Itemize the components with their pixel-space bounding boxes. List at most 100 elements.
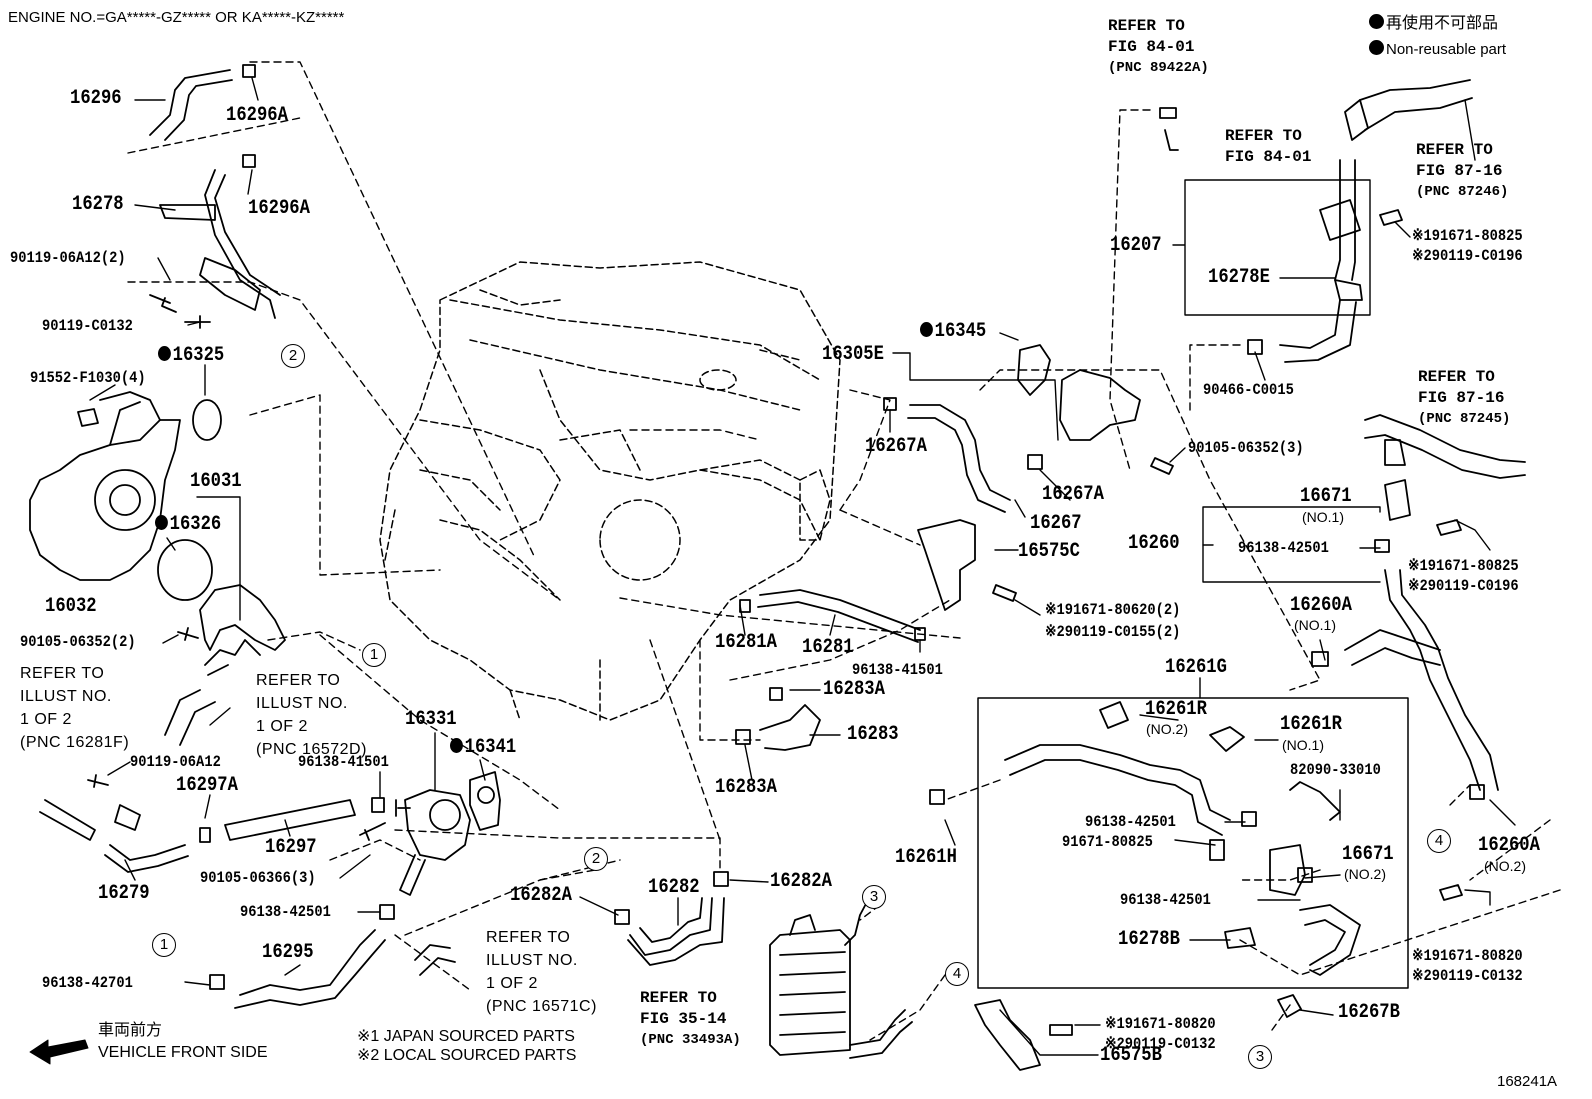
refer-illust-16281f[interactable]: REFER TO ILLUST NO. 1 OF 2 (PNC 16281F)	[20, 665, 130, 751]
part-label-16297a[interactable]: 16297A	[176, 774, 238, 797]
part-label-16671-no2[interactable]: 16671	[1342, 843, 1394, 866]
part-label-16671-no1[interactable]: 16671	[1300, 485, 1352, 508]
part-label-16281a[interactable]: 16281A	[715, 631, 777, 654]
part-label-16267[interactable]: 16267	[1030, 512, 1082, 535]
legend-nonreusable-en: Non-reusable part	[1369, 40, 1506, 57]
part-label-91552-f1030[interactable]: 91552-F1030(4)	[30, 369, 146, 387]
part-label-16671-no1-suffix: (NO.1)	[1302, 509, 1344, 525]
part-label-90119-c0132[interactable]: 90119-C0132	[42, 317, 133, 335]
part-label-90119-06a12[interactable]: 90119-06A12	[130, 753, 221, 771]
leader-lines-solid	[89, 77, 1516, 1056]
part-label-16260a-no2-suffix: (NO.2)	[1484, 858, 1526, 874]
part-label-16261r-no2[interactable]: 16261R	[1145, 698, 1207, 721]
part-label-16296a-1[interactable]: 16296A	[226, 104, 288, 127]
part-label-16283a-1[interactable]: 16283A	[823, 678, 885, 701]
part-label-90119-c0196-b[interactable]: ※290119-C0196	[1408, 577, 1519, 595]
part-label-96138-41501-a[interactable]: 96138-41501	[298, 753, 389, 771]
part-label-16261h[interactable]: 16261H	[895, 846, 957, 869]
part-label-96138-42501-b[interactable]: 96138-42501	[1238, 539, 1329, 557]
part-label-96138-42501-d[interactable]: 96138-42501	[1120, 891, 1211, 909]
circle-ref-1a: 1	[362, 643, 386, 667]
part-label-96138-42501-a[interactable]: 96138-42501	[240, 903, 331, 921]
part-label-16297[interactable]: 16297	[265, 836, 317, 859]
part-label-16575c[interactable]: 16575C	[1018, 540, 1080, 563]
part-label-82090-33010[interactable]: 82090-33010	[1290, 761, 1381, 779]
refer-fig-87-16-b[interactable]: REFER TO FIG 87-16 (PNC 87245)	[1418, 368, 1511, 427]
part-label-16031[interactable]: 16031	[190, 470, 242, 493]
part-label-16326[interactable]: 16326	[155, 515, 222, 535]
part-label-96138-41501-b[interactable]: 96138-41501	[852, 661, 943, 679]
part-label-16267b[interactable]: 16267B	[1338, 1001, 1400, 1024]
part-label-96138-42501-c[interactable]: 96138-42501	[1085, 813, 1176, 831]
part-label-90105-06352-2[interactable]: 90105-06352(2)	[20, 633, 136, 651]
refer-fig-35-14[interactable]: REFER TO FIG 35-14 (PNC 33493A)	[640, 989, 741, 1048]
part-label-90119-c0196-a[interactable]: ※290119-C0196	[1412, 247, 1523, 265]
refer-fig-84-01-a[interactable]: REFER TO FIG 84-01 (PNC 89422A)	[1108, 17, 1209, 76]
vehicle-front-en: VEHICLE FRONT SIDE	[98, 1044, 268, 1061]
part-label-16032[interactable]: 16032	[45, 595, 97, 618]
refer-fig-84-01-b[interactable]: REFER TO FIG 84-01	[1225, 127, 1312, 166]
part-label-16296a-2[interactable]: 16296A	[248, 197, 310, 220]
part-label-90105-06352-3[interactable]: 90105-06352(3)	[1188, 439, 1304, 457]
part-label-90119-c0132-a[interactable]: ※290119-C0132	[1412, 967, 1523, 985]
refer-illust-16572d[interactable]: REFER TO ILLUST NO. 1 OF 2 (PNC 16572D)	[256, 672, 367, 758]
part-label-16282[interactable]: 16282	[648, 876, 700, 899]
part-label-16207[interactable]: 16207	[1110, 234, 1162, 257]
part-label-16267a-1[interactable]: 16267A	[865, 435, 927, 458]
circle-ref-1b: 1	[152, 933, 176, 957]
part-label-16282a-1[interactable]: 16282A	[510, 884, 572, 907]
group-box-16261g	[977, 697, 1409, 989]
part-label-16261g[interactable]: 16261G	[1165, 656, 1227, 679]
leader-lines-dashed	[127, 61, 1561, 1041]
part-label-16279[interactable]: 16279	[98, 882, 150, 905]
note-local-sourced: ※2 LOCAL SOURCED PARTS	[357, 1047, 577, 1064]
engine-number-note: ENGINE NO.=GA*****-GZ***** OR KA*****-KZ…	[8, 9, 345, 26]
part-hoses	[29, 64, 1526, 1071]
part-label-16260a-no1-suffix: (NO.1)	[1294, 617, 1336, 633]
part-label-16260a-no1[interactable]: 16260A	[1290, 594, 1352, 617]
part-label-16278b[interactable]: 16278B	[1118, 928, 1180, 951]
part-label-91671-80825-c[interactable]: 91671-80825	[1062, 833, 1153, 851]
part-label-16575b[interactable]: 16575B	[1100, 1044, 1162, 1067]
part-label-16325[interactable]: 16325	[158, 346, 225, 366]
part-label-16295[interactable]: 16295	[262, 941, 314, 964]
part-label-91671-80820-b[interactable]: ※191671-80820	[1105, 1015, 1216, 1033]
part-label-16278e[interactable]: 16278E	[1208, 266, 1270, 289]
part-label-91671-80820-a[interactable]: ※191671-80820	[1412, 947, 1523, 965]
part-label-16281[interactable]: 16281	[802, 636, 854, 659]
part-label-16261r-no1[interactable]: 16261R	[1280, 713, 1342, 736]
part-label-96138-42701[interactable]: 96138-42701	[42, 974, 133, 992]
part-label-16283[interactable]: 16283	[847, 723, 899, 746]
part-label-90105-06366[interactable]: 90105-06366(3)	[200, 869, 316, 887]
part-label-91671-80825-a[interactable]: ※191671-80825	[1412, 227, 1523, 245]
note-japan-sourced: ※1 JAPAN SOURCED PARTS	[357, 1028, 575, 1045]
part-label-16283a-2[interactable]: 16283A	[715, 776, 777, 799]
refer-fig-87-16-a[interactable]: REFER TO FIG 87-16 (PNC 87246)	[1416, 141, 1509, 200]
circle-ref-4b: 4	[1427, 829, 1451, 853]
circle-ref-2a: 2	[281, 344, 305, 368]
part-label-16278[interactable]: 16278	[72, 193, 124, 216]
part-label-16345[interactable]: 16345	[920, 322, 987, 342]
part-label-16267a-2[interactable]: 16267A	[1042, 483, 1104, 506]
refer-illust-16571c[interactable]: REFER TO ILLUST NO. 1 OF 2 (PNC 16571C)	[486, 929, 597, 1015]
circle-ref-3a: 3	[862, 885, 886, 909]
part-label-90119-06a12-2[interactable]: 90119-06A12(2)	[10, 249, 126, 267]
part-label-91671-80620[interactable]: ※191671-80620(2)	[1045, 601, 1181, 619]
illustration-number: 168241A	[1497, 1073, 1558, 1090]
part-label-16331[interactable]: 16331	[405, 708, 457, 731]
part-label-16305e[interactable]: 16305E	[822, 343, 884, 366]
part-label-91671-80825-b[interactable]: ※191671-80825	[1408, 557, 1519, 575]
part-label-16282a-2[interactable]: 16282A	[770, 870, 832, 893]
part-label-16341[interactable]: 16341	[450, 738, 517, 758]
part-label-16261r-no1-suffix: (NO.1)	[1282, 737, 1324, 753]
part-label-16296[interactable]: 16296	[70, 87, 122, 110]
part-label-16260a-no2[interactable]: 16260A	[1478, 834, 1540, 857]
vehicle-front-arrow	[29, 1039, 89, 1065]
part-label-90119-c0155[interactable]: ※290119-C0155(2)	[1045, 623, 1181, 641]
circle-ref-3b: 3	[1248, 1045, 1272, 1069]
circle-ref-4a: 4	[945, 962, 969, 986]
part-label-90466-c0015[interactable]: 90466-C0015	[1203, 381, 1294, 399]
part-label-90119-c0132-b[interactable]: ※290119-C0132	[1105, 1035, 1216, 1053]
part-label-16260[interactable]: 16260	[1128, 532, 1180, 555]
